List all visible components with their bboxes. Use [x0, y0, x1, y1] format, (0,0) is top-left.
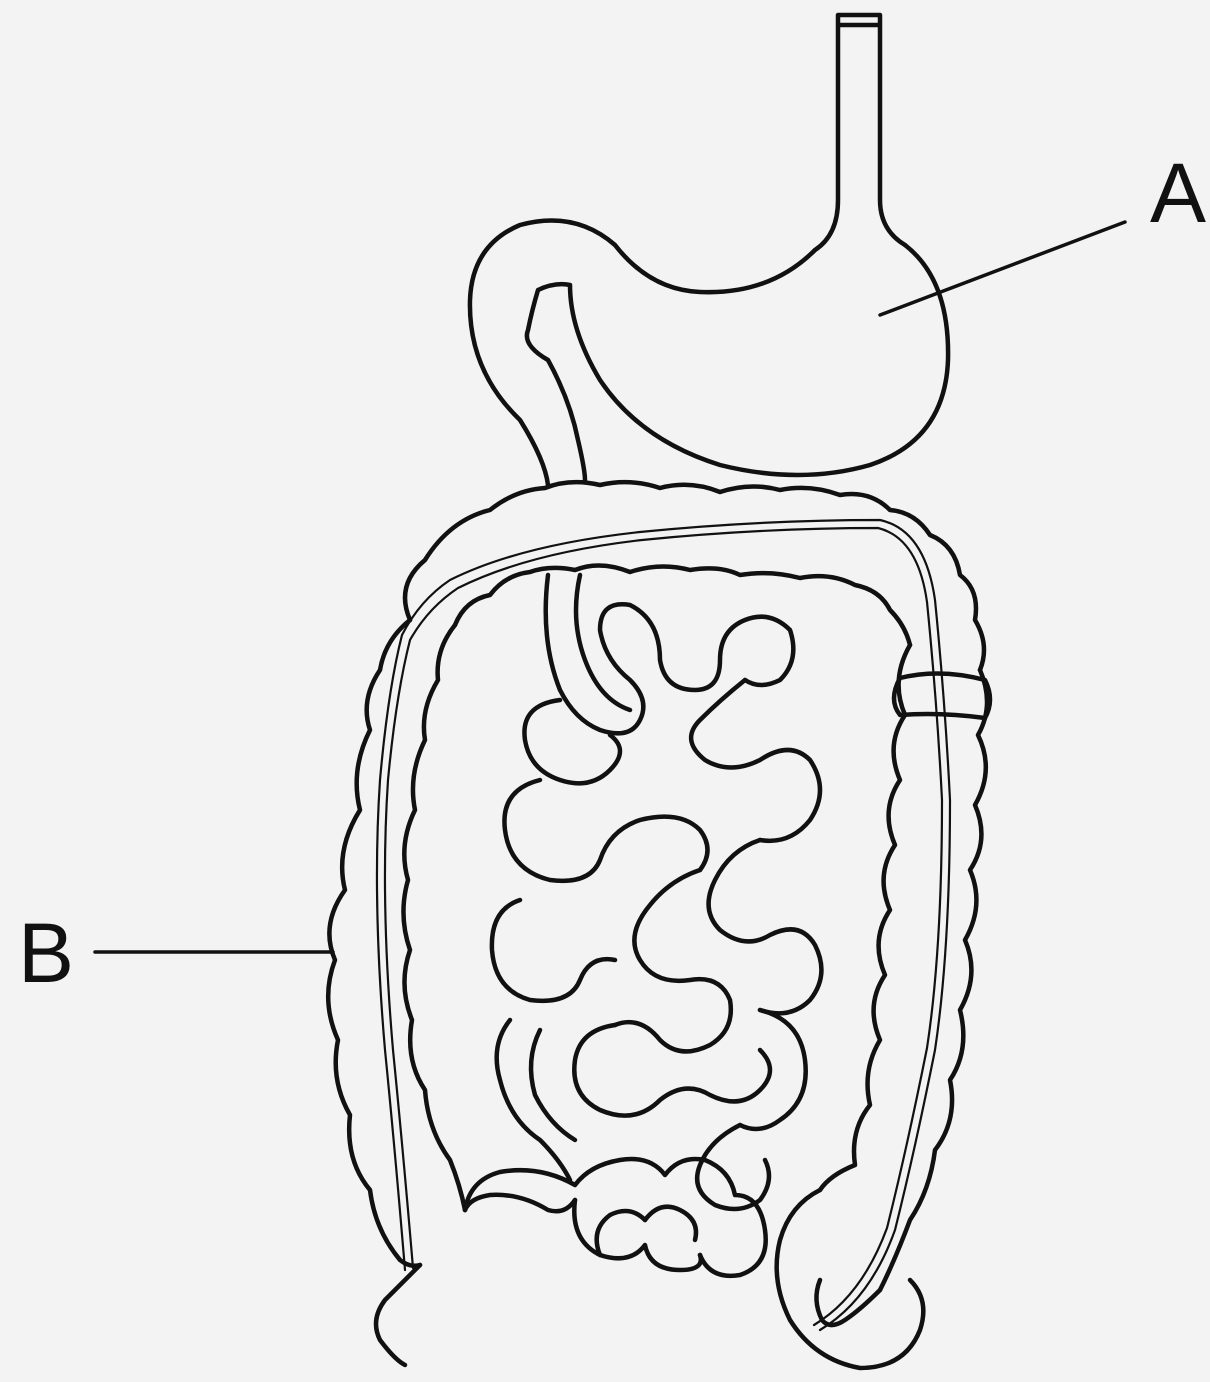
- label-b-group: B: [18, 906, 333, 1000]
- oesophagus: [815, 15, 905, 250]
- label-a: A: [1150, 146, 1206, 240]
- label-a-group: A: [880, 146, 1206, 315]
- large-intestine: [328, 482, 990, 1368]
- small-intestine: [465, 575, 821, 1276]
- stomach: [470, 221, 948, 486]
- label-b: B: [18, 906, 74, 1000]
- label-a-leader-line: [880, 222, 1125, 315]
